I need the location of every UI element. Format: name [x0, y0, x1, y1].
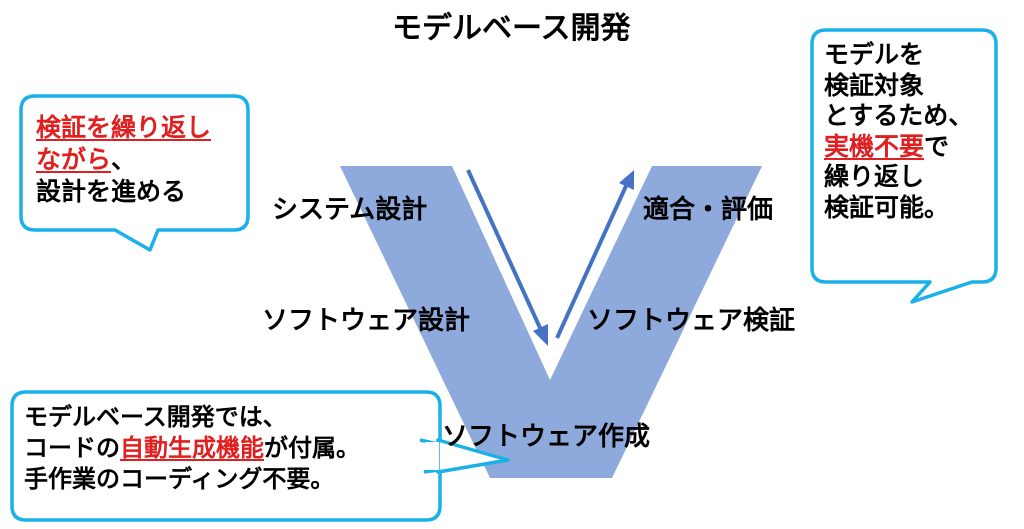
stage-software-creation: ソフトウェア作成 — [442, 422, 651, 452]
stage-software-verification: ソフトウェア検証 — [587, 306, 796, 336]
stage-system-design: システム設計 — [272, 195, 428, 225]
stage-software-design: ソフトウェア設計 — [262, 306, 471, 336]
up-arrow — [555, 170, 634, 339]
highlight-text: 検証を繰り返し — [36, 113, 212, 142]
highlight-text: 実機不要 — [824, 131, 925, 161]
bubble-left-text: 検証を繰り返し ながら、 設計を進める — [36, 113, 212, 206]
page-title: モデルベース開発 — [392, 11, 631, 46]
down-arrow — [466, 169, 548, 346]
bubble-right-text: モデルを 検証対象 とするため、 実機不要で 繰り返し 検証可能。 — [824, 40, 974, 222]
bubble-right-shape — [810, 28, 998, 304]
v-shape — [340, 166, 762, 478]
bubble-bottom-text: モデルベース開発では、 コードの自動生成機能が付属。 手作業のコーディング不要。 — [24, 403, 360, 494]
bubble-left-shape — [19, 94, 250, 252]
stage-conformance-evaluation: 適合・評価 — [643, 195, 774, 225]
highlight-text: ながら — [36, 145, 112, 174]
highlight-text: 自動生成機能 — [120, 434, 264, 463]
